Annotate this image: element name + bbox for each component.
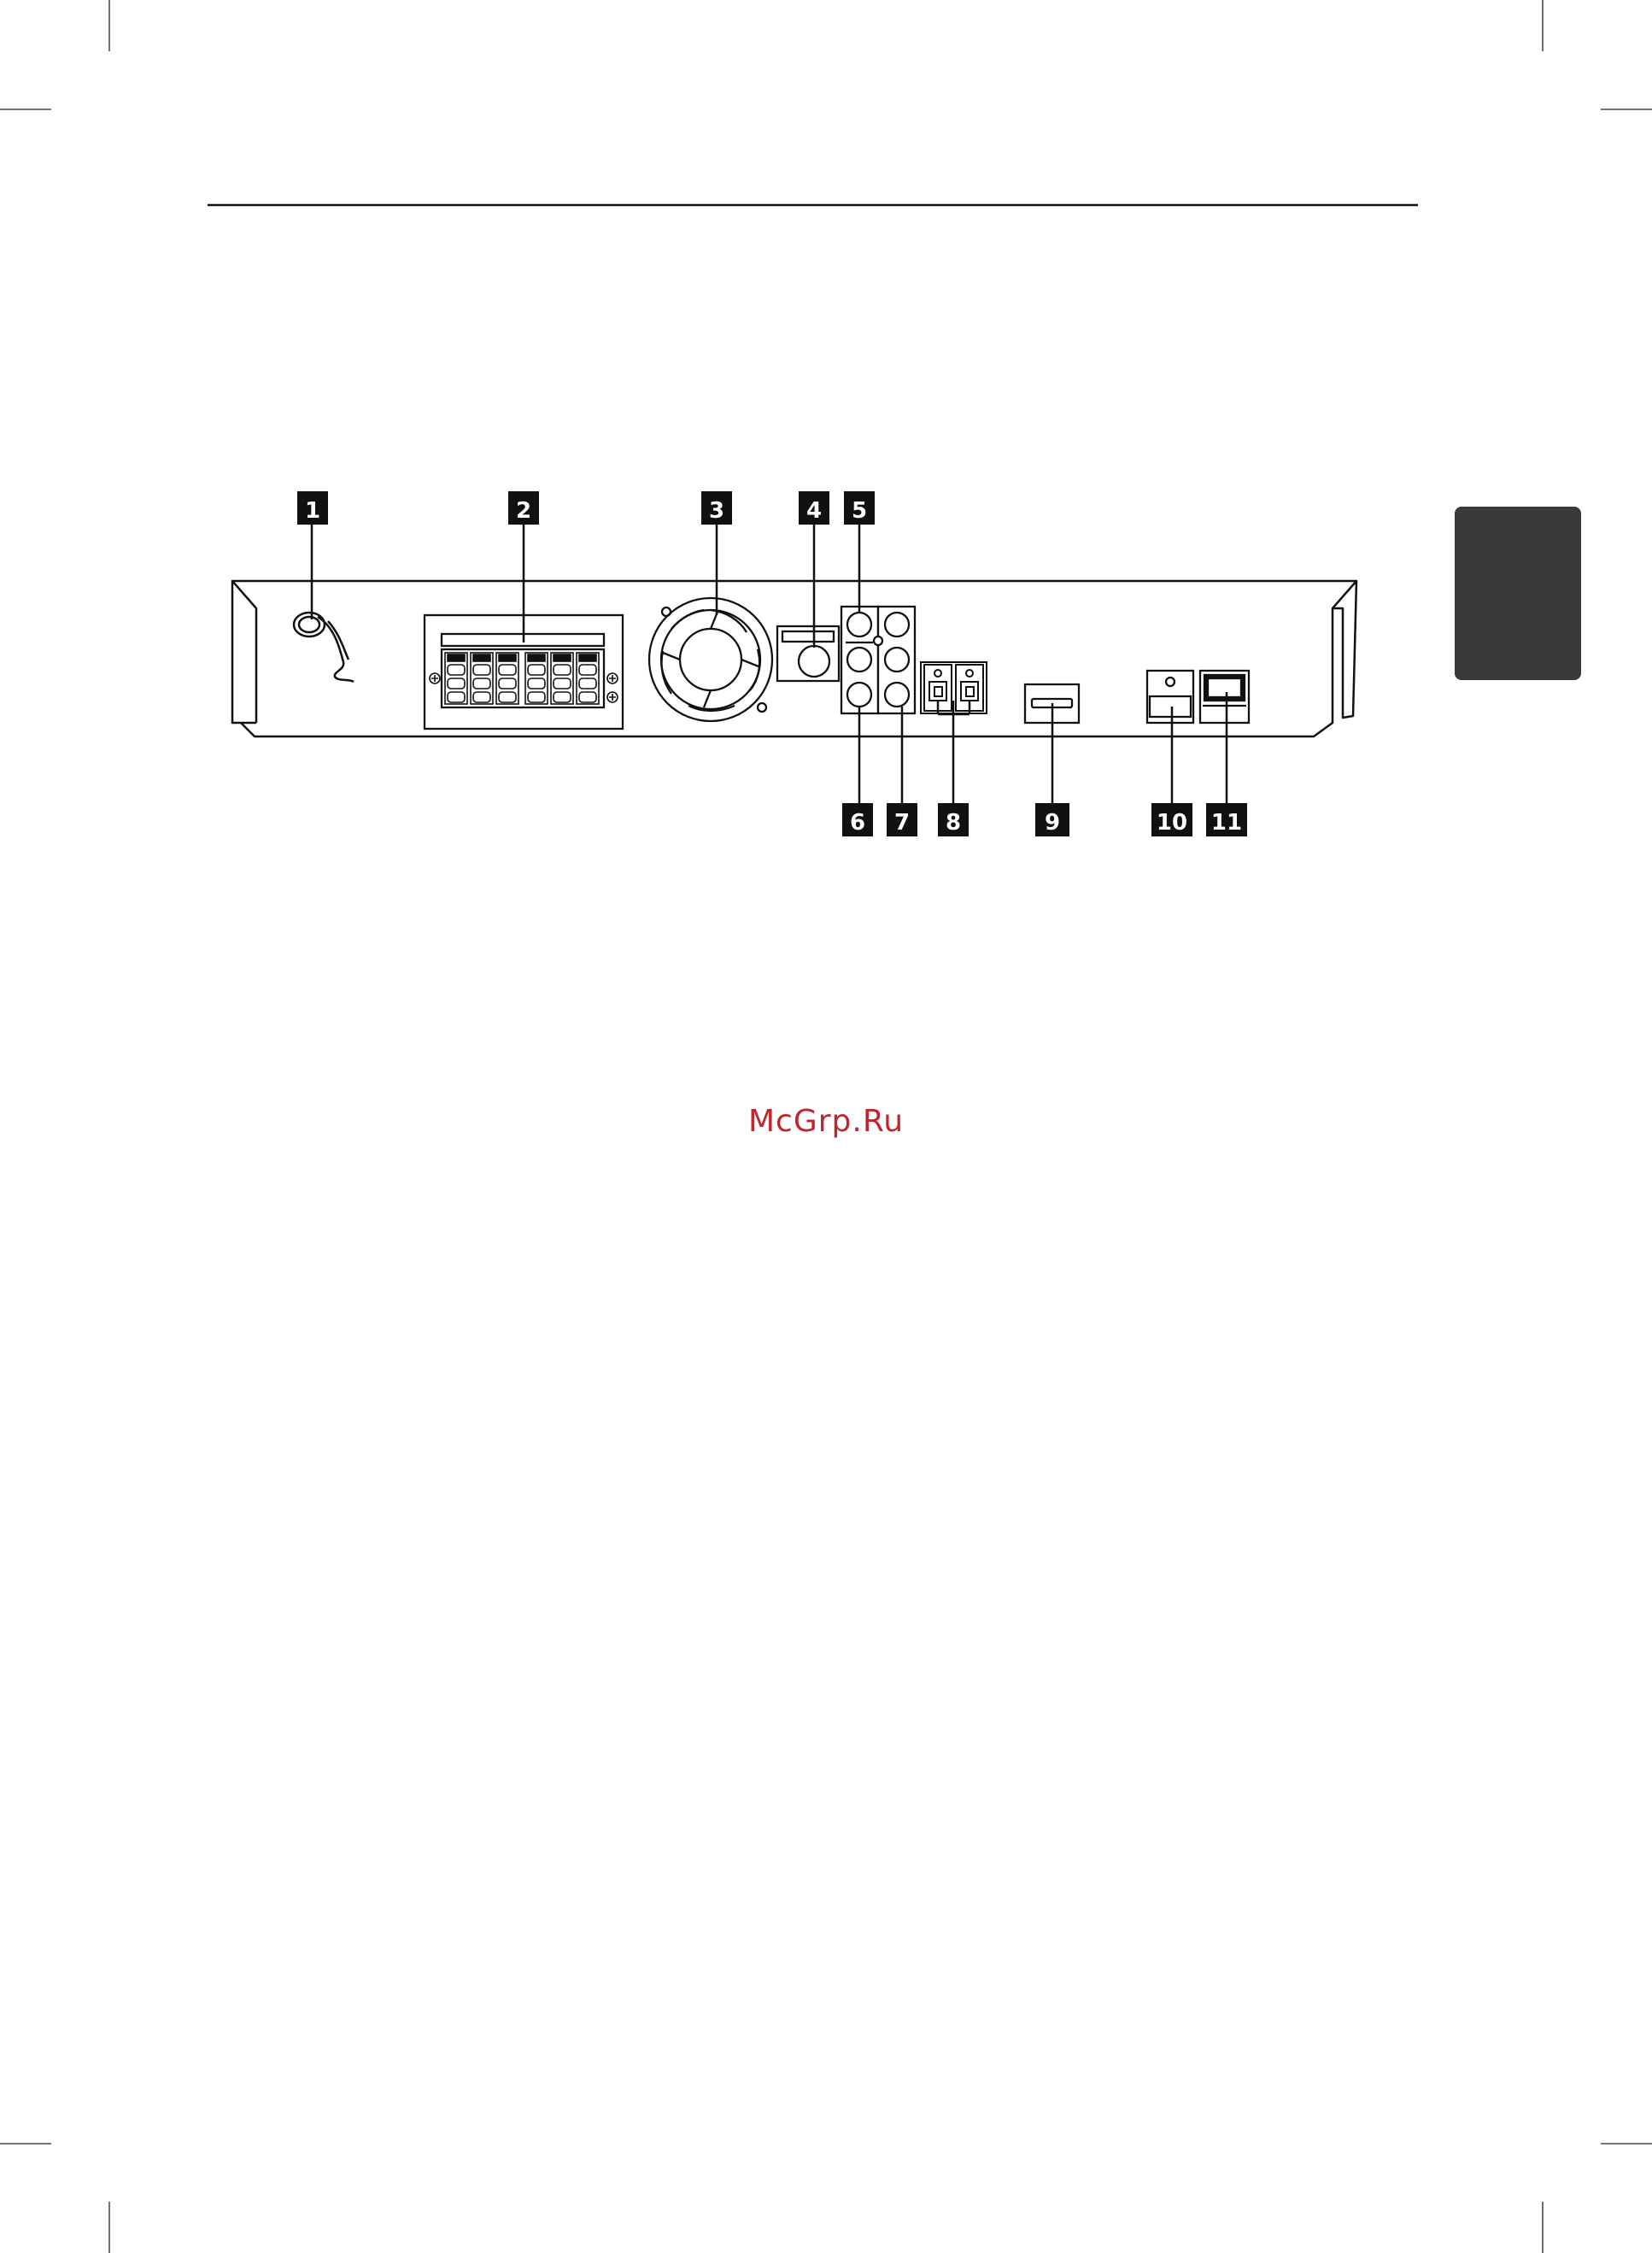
- callout-1: 1: [297, 491, 328, 525]
- callout-8-text: 8: [946, 810, 961, 836]
- callout-5: 5: [844, 491, 875, 525]
- callout-11: 11: [1206, 803, 1247, 836]
- callout-5-text: 5: [852, 498, 867, 524]
- callout-7: 7: [887, 803, 917, 836]
- callout-3-text: 3: [709, 498, 724, 524]
- callout-8: 8: [938, 803, 969, 836]
- fm-antenna-connector: [777, 626, 839, 681]
- callout-6: 6: [842, 803, 873, 836]
- watermark-text: McGrp.Ru: [0, 1104, 1652, 1139]
- callout-10: 10: [1151, 803, 1192, 836]
- chapter-tab: [1455, 507, 1581, 680]
- lan-port: [1147, 671, 1193, 723]
- callout-4-text: 4: [806, 498, 822, 524]
- callout-10-text: 10: [1157, 810, 1187, 836]
- callout-11-text: 11: [1211, 810, 1242, 836]
- callout-6-text: 6: [850, 810, 865, 836]
- callout-9: 9: [1035, 803, 1069, 836]
- cooling-fan: [649, 598, 772, 721]
- callout-1-text: 1: [305, 498, 320, 524]
- callout-4: 4: [799, 491, 829, 525]
- audio-jack-panels: [841, 607, 915, 713]
- callout-2: 2: [508, 491, 539, 525]
- callout-9-text: 9: [1045, 810, 1060, 836]
- power-switch: [1200, 671, 1249, 723]
- callout-3: 3: [701, 491, 732, 525]
- callout-2-text: 2: [516, 498, 531, 524]
- callout-7-text: 7: [894, 810, 910, 836]
